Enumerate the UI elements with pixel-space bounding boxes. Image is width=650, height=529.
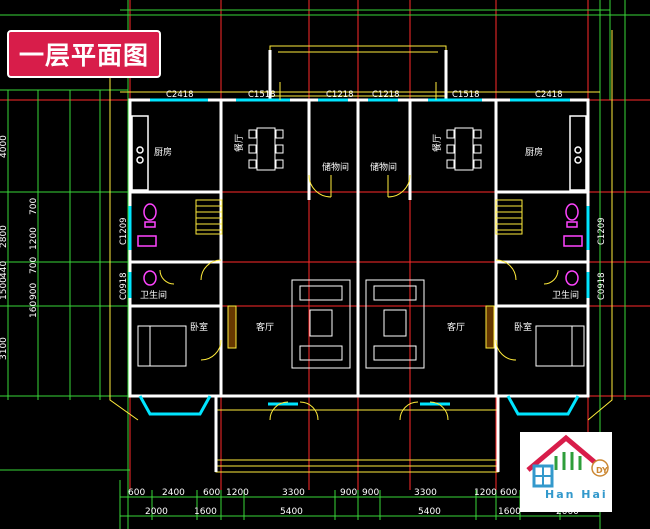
dim-bottom-600a: 600 <box>128 488 145 498</box>
dim-left-4000: 4000 <box>0 135 9 158</box>
window-tag-c2418-right: C2418 <box>535 90 563 100</box>
tv-cabinets <box>227 305 495 349</box>
dim-bottom-5400a: 5400 <box>280 507 303 517</box>
room-label-bathroom-left: 卫生间 <box>140 289 167 301</box>
dim-bottom-1600a: 1600 <box>194 507 217 517</box>
dim-bottom-2400: 2400 <box>162 488 185 498</box>
window-tag-c1218-right: C1218 <box>372 90 400 100</box>
kitchen-fixtures <box>131 115 587 191</box>
room-label-dining-left: 餐厅 <box>233 134 245 152</box>
dim-bottom-1200b: 1200 <box>474 488 497 498</box>
dim-left-3100: 3100 <box>0 337 9 360</box>
window-tag-c1209-left: C1209 <box>119 217 129 245</box>
window-tag-c0918-right: C0918 <box>597 272 607 300</box>
window-tag-c0918-left: C0918 <box>119 272 129 300</box>
room-label-bedroom-right: 卧室 <box>514 321 532 333</box>
room-label-living-right: 客厅 <box>447 321 465 333</box>
room-label-kitchen-right: 厨房 <box>525 146 543 158</box>
dim-bottom-5400b: 5400 <box>418 507 441 517</box>
dim-left-1200: 1200 <box>29 227 39 250</box>
dim-left-160: 160 <box>29 301 39 318</box>
dim-bottom-3300a: 3300 <box>282 488 305 498</box>
dim-bottom-2000a: 2000 <box>145 507 168 517</box>
dim-left-440: 440 <box>0 261 9 278</box>
window-tag-c1518-left: C1518 <box>248 90 276 100</box>
room-labels: 厨房 厨房 餐厅 餐厅 储物间 储物间 客厅 客厅 卧室 卧室 卫生间 卫生间 <box>140 134 579 333</box>
logo-text: Han Hai <box>545 488 608 501</box>
room-label-storage-left: 储物间 <box>322 161 349 173</box>
window-tag-c1518-right: C1518 <box>452 90 480 100</box>
dim-bottom-2000b: 2000 <box>556 507 579 517</box>
logo-badge: DY <box>596 466 608 475</box>
dining-tables <box>248 127 482 171</box>
room-label-bathroom-right: 卫生间 <box>552 289 579 301</box>
room-label-storage-right: 储物间 <box>370 161 397 173</box>
dim-left-700b: 700 <box>29 257 39 274</box>
dim-bottom-1200a: 1200 <box>226 488 249 498</box>
window-tag-c2418-left: C2418 <box>166 90 194 100</box>
bathroom-fixtures <box>137 203 583 286</box>
dim-bottom-900b: 900 <box>362 488 379 498</box>
window-tags: C2418 C1518 C1218 C1218 C1518 C2418 C120… <box>119 90 607 300</box>
dim-bottom-3300b: 3300 <box>414 488 437 498</box>
dim-left-1500: 1500 <box>0 277 9 300</box>
door-swings <box>159 82 559 421</box>
dim-left-700a: 700 <box>29 198 39 215</box>
dim-bottom-600b: 600 <box>203 488 220 498</box>
house-logo-icon <box>520 432 612 512</box>
room-label-living-left: 客厅 <box>256 321 274 333</box>
windows <box>128 98 590 416</box>
left-dimension-labels: 4000 700 1200 2800 700 440 900 1500 160 … <box>0 135 39 360</box>
window-tag-c1218-left: C1218 <box>326 90 354 100</box>
dim-bottom-600c: 600 <box>500 488 517 498</box>
window-tag-c1209-right: C1209 <box>597 217 607 245</box>
dim-left-2800: 2800 <box>0 225 9 248</box>
page-title: 一层平面图 <box>7 30 161 78</box>
dim-bottom-1600b: 1600 <box>498 507 521 517</box>
dim-left-900: 900 <box>29 283 39 300</box>
staircases <box>195 199 523 235</box>
room-label-dining-right: 餐厅 <box>431 134 443 152</box>
walls <box>128 50 590 472</box>
room-label-bedroom-left: 卧室 <box>190 321 208 333</box>
beds <box>137 325 585 367</box>
living-sofas <box>291 279 425 369</box>
room-label-kitchen-left: 厨房 <box>154 146 172 158</box>
bottom-dimension-labels: 600 2400 600 1200 3300 900 900 3300 1200… <box>128 488 579 517</box>
dim-bottom-900a: 900 <box>340 488 357 498</box>
